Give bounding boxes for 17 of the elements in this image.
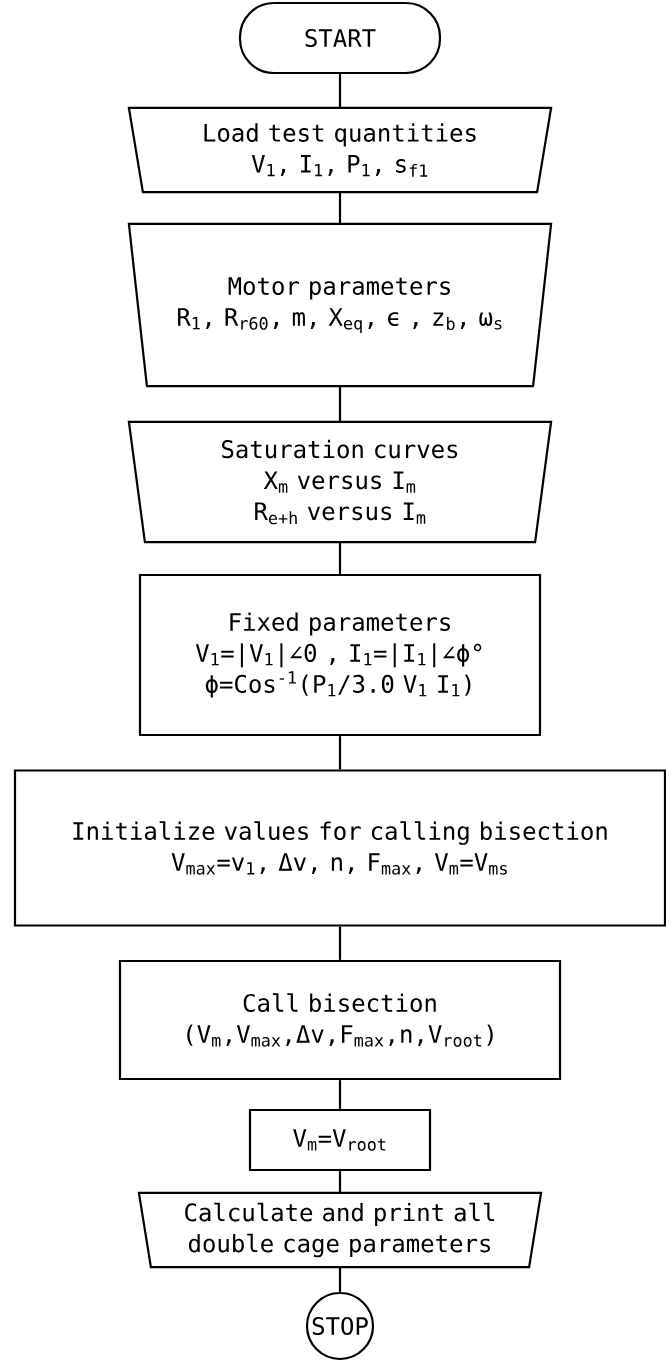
process-box: Initialize values for calling bisection V$_{max}$=v$_{1}$, Δv, n, F$_{max}$, V$_{m}$=V$_{ms}$ [13,769,666,927]
connector-line [338,542,342,574]
connector-line [338,1267,342,1292]
connector-line [338,736,342,770]
input-trapezoid: Load test quantities V$_{1}$, I$_{1}$, P$_{1}$, s$_{f1}$ [127,106,553,194]
connector-line [338,1171,342,1193]
connector-line [338,926,342,960]
connector-line [338,192,342,224]
process-box: Fixed parameters V$_{1}$=|V$_{1}$|∠0 , I$_{1}$=|I$_{1}$|∠ϕ° ϕ=Cos$^{-1}$(P$_{1}$/3.0 V$_{1}$ I$_{1}$) [138,573,542,737]
process-box: V$_{m}$=V$_{root}$ [248,1108,432,1172]
input-trapezoid: Motor parameters R$_{1}$, R$_{r60}$, m, X$_{eq}$, ϵ , z$_{b}$, ω$_{s}$ [127,222,553,388]
input-trapezoid: Calculate and print all double cage parameters [137,1191,543,1269]
connector-line [338,74,342,108]
input-trapezoid: Saturation curves X$_{m}$ versus I$_{m}$ R$_{e+h}$ versus I$_{m}$ [127,420,553,544]
process-box: Call bisection (V$_{m}$,V$_{max}$,Δv,F$_{max}$,n,V$_{root}$) [118,959,562,1081]
connector-line [338,1080,342,1109]
connector-line [338,386,342,422]
